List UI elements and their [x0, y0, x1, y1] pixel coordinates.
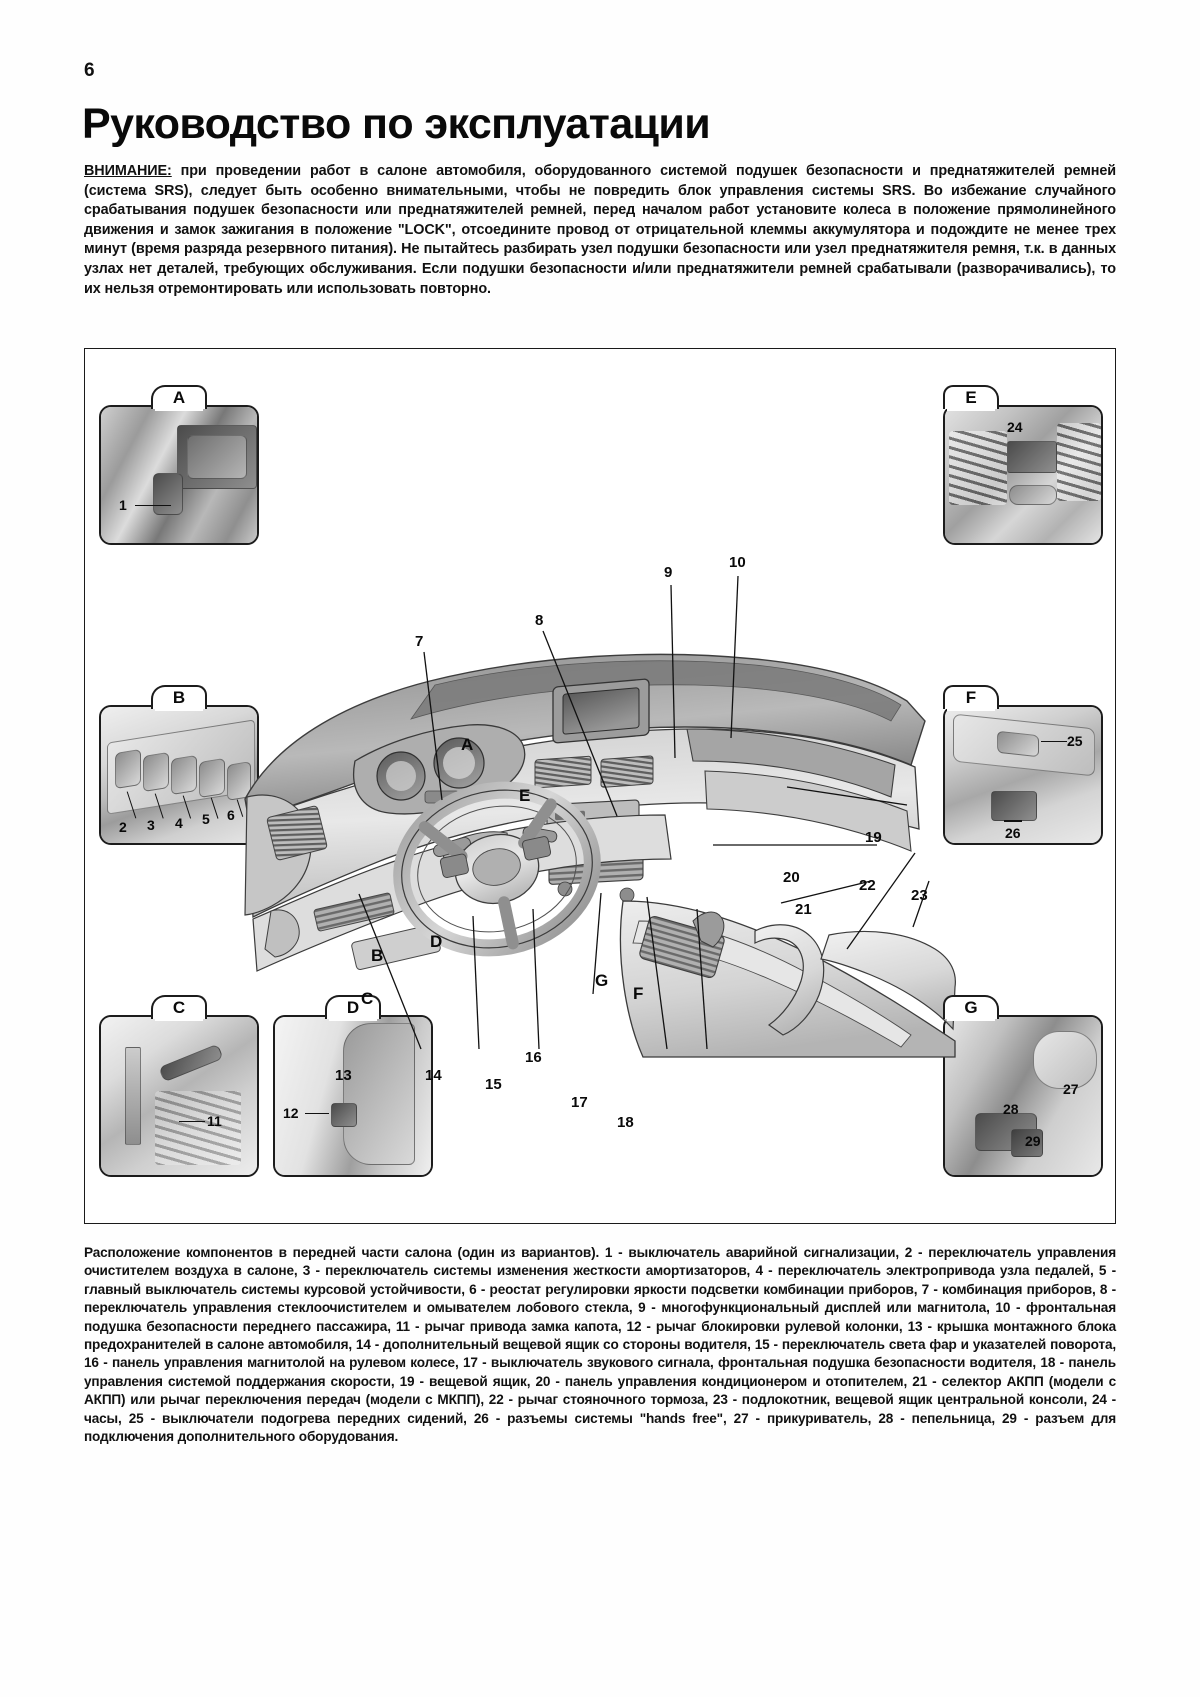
panel-a-body: 1 — [99, 405, 259, 545]
panel-a-hazard-switch — [153, 473, 183, 515]
panel-b-number-6: 6 — [227, 807, 235, 823]
main-number-10: 10 — [729, 554, 746, 571]
tachometer-face — [386, 761, 416, 791]
panel-f-seat-heater-switches — [997, 730, 1039, 758]
panel-e-body: 24 — [943, 405, 1103, 545]
climate-knob-left — [557, 881, 573, 897]
page-title: Руководство по эксплуатации — [82, 100, 711, 148]
main-number-7: 7 — [415, 633, 424, 650]
panel-g-body: 27 28 29 — [943, 1015, 1103, 1177]
panel-b-switch-3 — [143, 751, 169, 793]
panel-b-number-5: 5 — [202, 811, 210, 827]
detail-panel-b: B 2 3 4 5 6 — [99, 685, 259, 845]
panel-c-tab: C — [151, 995, 207, 1021]
panel-a-leader-1 — [135, 505, 171, 507]
glove-box-lid — [704, 770, 912, 852]
panel-f-number-25: 25 — [1067, 733, 1083, 749]
panel-g-number-28: 28 — [1003, 1101, 1019, 1117]
wheel-audio-controls — [439, 853, 469, 878]
warning-paragraph: ВНИМАНИЕ: при проведении работ в салоне … — [84, 162, 1116, 299]
main-letter-b: B — [371, 946, 384, 965]
panel-e-left-vent — [949, 431, 1007, 505]
multifunction-display-screen — [562, 687, 640, 735]
panel-g-cup-holder — [1033, 1031, 1097, 1089]
panel-b-number-3: 3 — [147, 817, 155, 833]
main-number-19: 19 — [865, 829, 882, 846]
main-number-15: 15 — [485, 1076, 502, 1093]
page-number: 6 — [84, 60, 95, 81]
panel-c-number-11: 11 — [207, 1113, 222, 1129]
panel-e-tab: E — [943, 385, 999, 411]
main-letter-e: E — [519, 786, 531, 805]
main-number-22: 22 — [859, 877, 876, 894]
main-number-17: 17 — [571, 1094, 588, 1111]
panel-d-number-12: 12 — [283, 1105, 299, 1121]
panel-e-clock-display — [1007, 441, 1057, 473]
main-number-9: 9 — [664, 564, 673, 581]
panel-f-leader-26 — [1004, 820, 1022, 822]
main-letter-d: D — [430, 932, 443, 951]
main-number-13: 13 — [335, 1067, 352, 1084]
panel-f-body: 25 26 — [943, 705, 1103, 845]
main-letter-g: G — [595, 971, 609, 990]
main-letter-f: F — [633, 984, 644, 1003]
panel-a-screen-inner — [187, 435, 247, 479]
panel-b-switch-4 — [171, 754, 197, 796]
main-number-16: 16 — [525, 1049, 542, 1066]
panel-g-number-29: 29 — [1025, 1133, 1041, 1149]
main-number-18: 18 — [617, 1114, 634, 1131]
center-air-vent-right — [600, 755, 654, 788]
climate-knob-right — [619, 887, 635, 903]
panel-b-body: 2 3 4 5 6 — [99, 705, 259, 845]
figure-frame: A 1 B — [84, 348, 1116, 1224]
detail-panel-f: F 25 26 — [943, 685, 1103, 845]
detail-panel-g: G 27 28 29 — [943, 995, 1103, 1177]
panel-a-tab: A — [151, 385, 207, 411]
main-number-14: 14 — [425, 1067, 442, 1084]
panel-b-tab: B — [151, 685, 207, 711]
detail-panel-a: A 1 — [99, 385, 259, 545]
panel-c-trim-edge — [125, 1047, 141, 1145]
panel-g-number-27: 27 — [1063, 1081, 1079, 1097]
detail-panel-c: C 11 — [99, 995, 259, 1177]
hood-release-handle — [264, 909, 300, 958]
panel-f-number-26: 26 — [1005, 825, 1021, 841]
detail-panel-e: E 24 — [943, 385, 1103, 545]
panel-c-body: 11 — [99, 1015, 259, 1177]
panel-f-tab: F — [943, 685, 999, 711]
panel-d-leader-12 — [305, 1113, 329, 1115]
left-air-vent — [266, 805, 328, 861]
figure-caption: Расположение компонентов в передней част… — [84, 1245, 1116, 1445]
panel-a-number-1: 1 — [119, 497, 127, 513]
panel-b-number-2: 2 — [119, 819, 127, 835]
center-air-vent-left — [534, 755, 592, 789]
main-letter-a: A — [461, 735, 474, 754]
panel-f-hands-free-connectors — [991, 791, 1037, 821]
panel-c-carpet-texture — [155, 1091, 241, 1165]
panel-g-tab: G — [943, 995, 999, 1021]
panel-g-aux-connector — [1011, 1129, 1043, 1157]
main-letter-c: C — [361, 989, 374, 1008]
wheel-cruise-controls — [522, 836, 552, 861]
panel-d-tilt-lock-lever — [331, 1103, 357, 1127]
main-number-20: 20 — [783, 869, 800, 886]
main-number-23: 23 — [911, 887, 928, 904]
panel-f-leader-25 — [1041, 741, 1067, 743]
parking-brake-lever — [754, 924, 825, 1036]
panel-b-switch-5 — [199, 757, 225, 799]
panel-b-switch-2 — [115, 748, 141, 790]
panel-b-number-4: 4 — [175, 815, 183, 831]
main-number-21: 21 — [795, 901, 812, 918]
panel-e-right-vent — [1057, 423, 1101, 501]
speedometer-face — [443, 747, 475, 779]
panel-e-number-24: 24 — [1007, 419, 1023, 435]
warning-body-text: при проведении работ в салоне автомобиля… — [84, 163, 1116, 297]
main-number-8: 8 — [535, 612, 544, 629]
panel-c-leader-11 — [179, 1121, 205, 1123]
panel-e-button-row — [1009, 485, 1057, 505]
dashboard-illustration: 7 8 9 10 13 14 15 16 17 18 19 20 21 22 2… — [235, 529, 975, 1131]
warning-lead-label: ВНИМАНИЕ: — [84, 163, 172, 179]
